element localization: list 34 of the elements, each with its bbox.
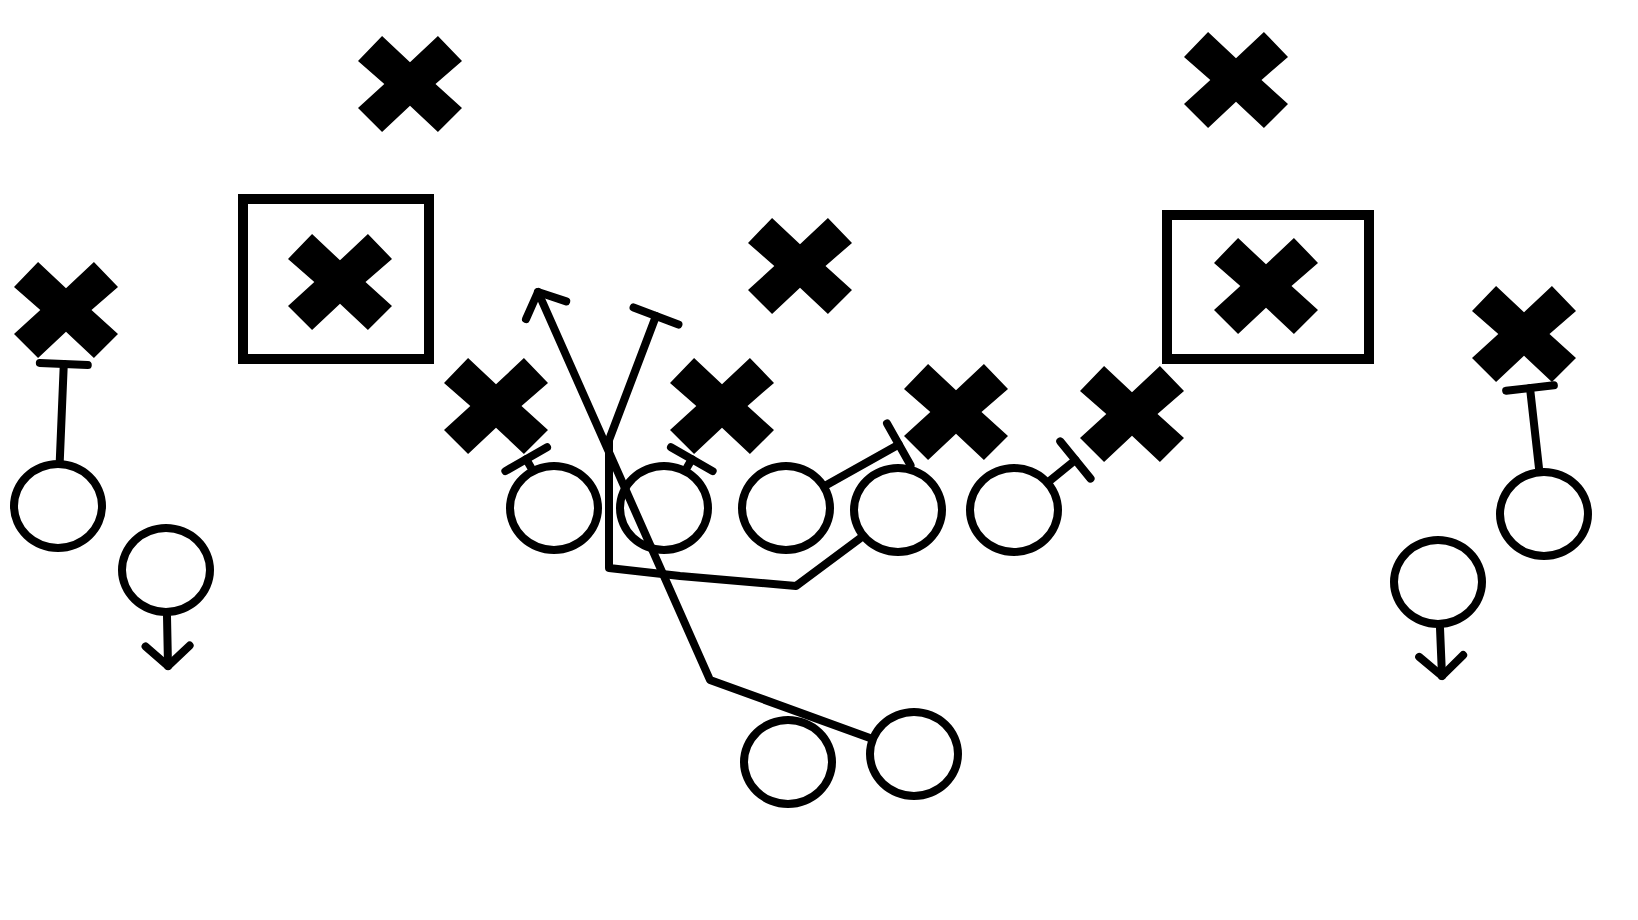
rectangle-frame — [1162, 210, 1374, 364]
block-line — [666, 443, 717, 476]
x-mark — [288, 234, 392, 330]
x-mark — [748, 218, 852, 314]
block-line — [605, 303, 865, 590]
x-mark — [1080, 366, 1184, 462]
x-mark — [1472, 286, 1576, 382]
player-circle — [866, 708, 962, 800]
player-circle — [616, 462, 712, 554]
route-arrow — [141, 612, 194, 670]
x-mark — [904, 364, 1008, 460]
block-line — [501, 443, 552, 476]
player-circle — [738, 462, 834, 554]
x-mark — [444, 358, 548, 454]
x-mark — [670, 358, 774, 454]
x-mark — [1184, 32, 1288, 128]
x-mark — [1214, 238, 1318, 334]
player-circle — [506, 462, 602, 554]
x-mark — [358, 36, 462, 132]
player-circle — [1390, 536, 1486, 628]
rectangle-frame — [238, 194, 434, 364]
player-circle — [966, 464, 1062, 556]
player-circle — [1496, 468, 1592, 560]
player-circle — [118, 524, 214, 616]
player-circle — [10, 460, 106, 552]
x-mark — [14, 262, 118, 358]
route-arrow — [1415, 624, 1468, 680]
player-circle — [850, 464, 946, 556]
route-arrow — [522, 288, 874, 742]
block-line — [1502, 381, 1558, 473]
block-line — [35, 359, 92, 464]
player-circle — [740, 716, 836, 808]
block-line — [823, 419, 915, 489]
block-line — [1046, 437, 1095, 485]
